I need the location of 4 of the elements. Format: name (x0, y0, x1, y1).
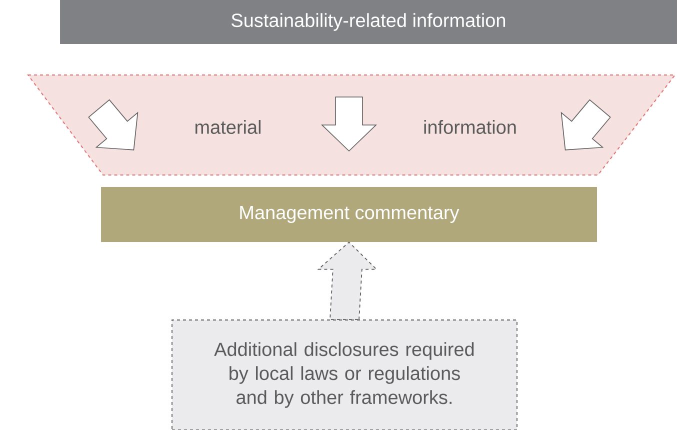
block-arrow (317, 242, 378, 320)
disclosure-box: Additional disclosures required by local laws or regulations and by other frameworks. (172, 320, 518, 430)
title-bar: Sustainability-related information (60, 0, 677, 44)
commentary-box: Management commentary (101, 187, 597, 242)
